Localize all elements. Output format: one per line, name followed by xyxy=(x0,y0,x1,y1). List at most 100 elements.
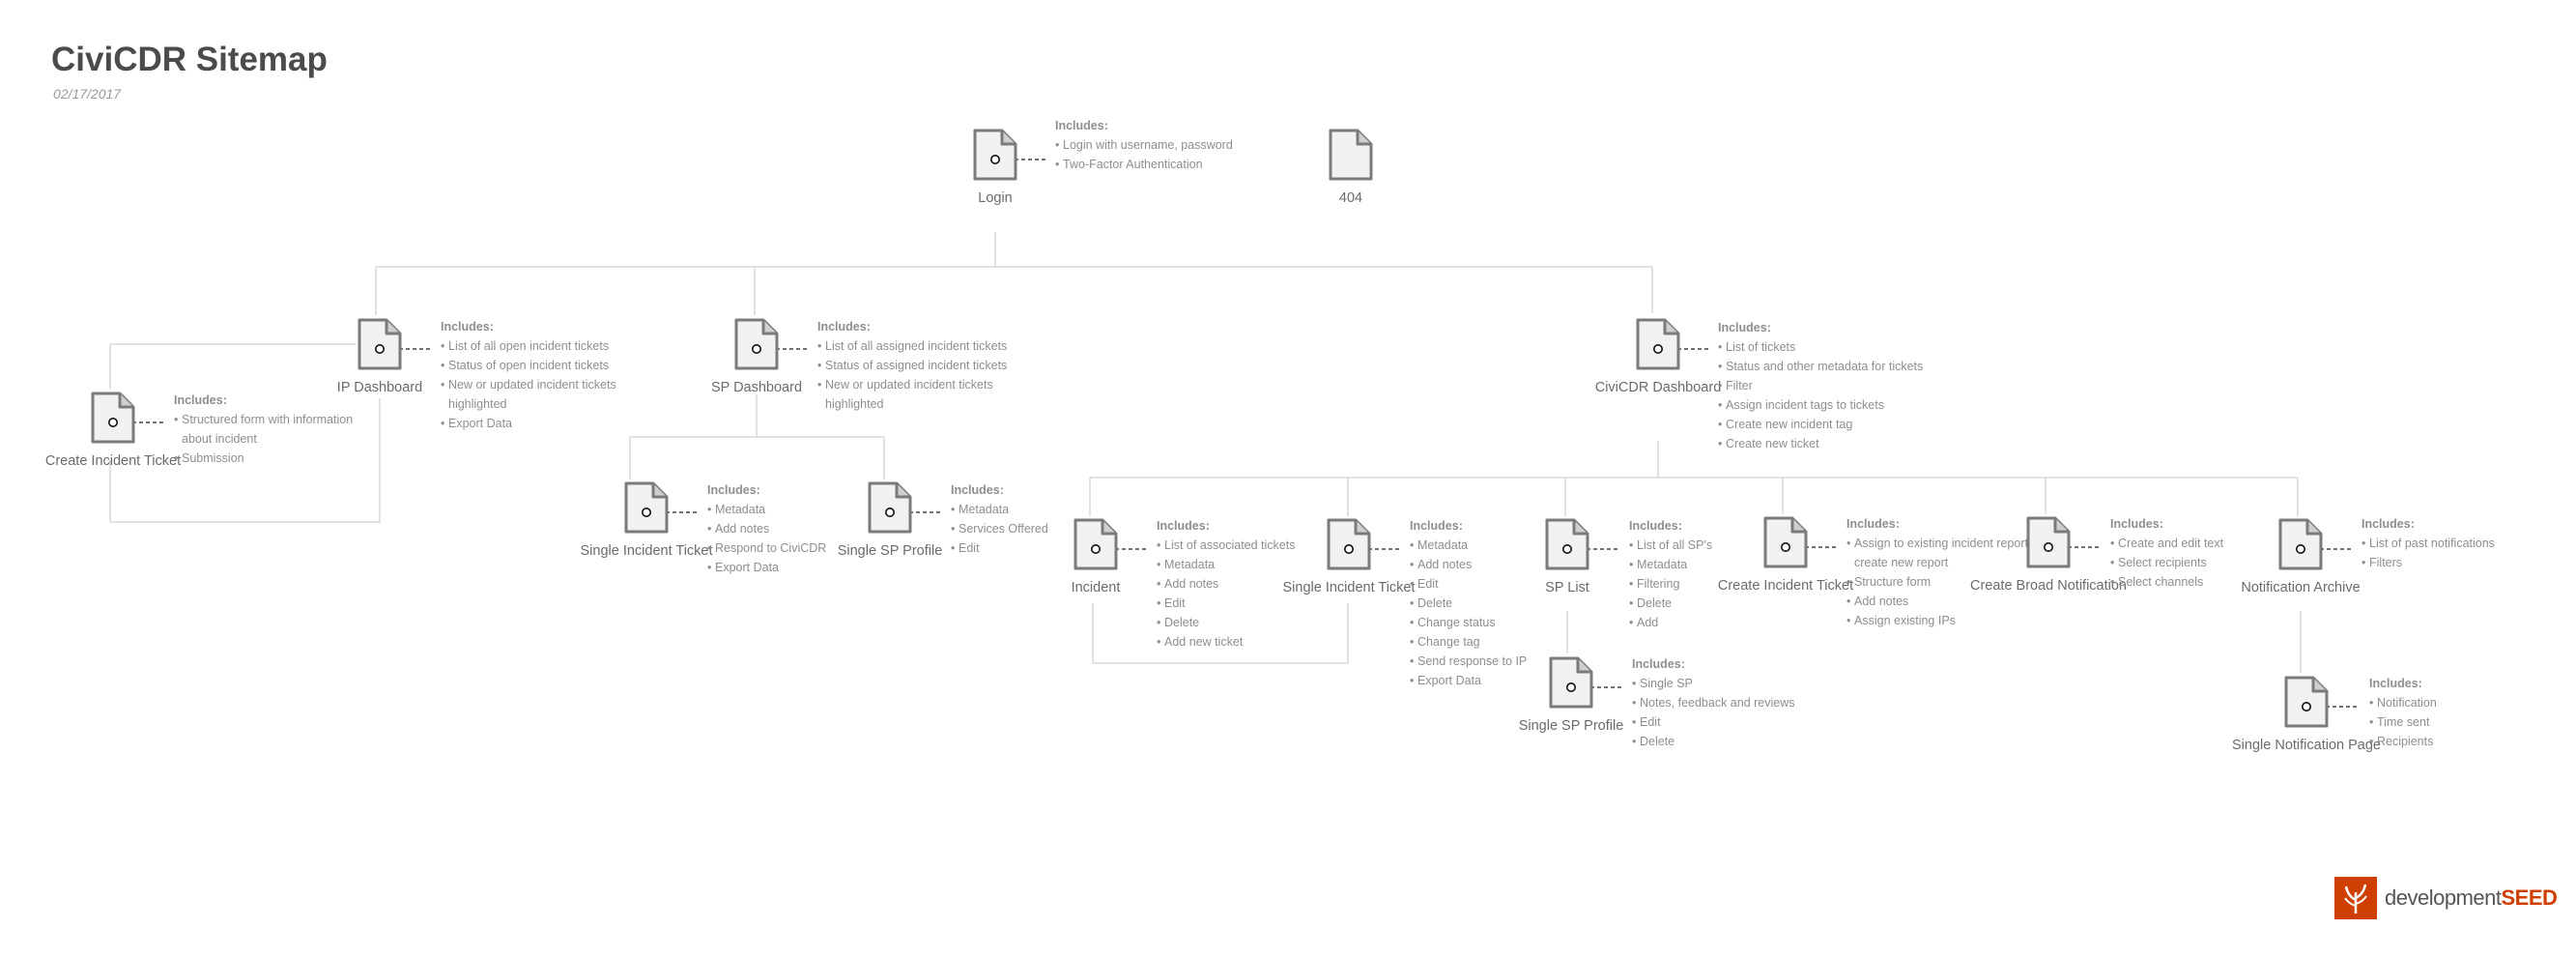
includes-item: Metadata xyxy=(1410,536,1617,555)
includes-heading: Includes: xyxy=(1410,519,1463,533)
includes-item: List of all SP's xyxy=(1629,536,1837,555)
page-node-label: Single Incident Ticket xyxy=(1282,580,1416,595)
includes-heading: Includes: xyxy=(1718,321,1771,334)
page-node-label: Single SP Profile xyxy=(1518,718,1624,734)
includes-list: MetadataServices OfferedEdit xyxy=(951,500,1159,558)
includes-item: Change tag xyxy=(1410,632,1617,652)
includes-item: Change status xyxy=(1410,613,1617,632)
includes-list: MetadataAdd notesRespond to CiviCDRExpor… xyxy=(707,500,915,577)
includes-list: List of all SP'sMetadataFilteringDeleteA… xyxy=(1629,536,1837,632)
includes-item: Status of assigned incident tickets xyxy=(817,356,1025,375)
includes-list: NotificationTime sentRecipients xyxy=(2369,693,2576,751)
includes-box-sp-dashboard: Includes: List of all assigned incident t… xyxy=(817,317,1025,414)
page-node-label: CiviCDR Dashboard xyxy=(1594,380,1722,395)
includes-box-login: Includes:Login with username, passwordTw… xyxy=(1055,116,1263,174)
includes-heading: Includes: xyxy=(1846,517,1900,531)
includes-list: Structured form with information about i… xyxy=(174,410,382,468)
includes-item: Add notes xyxy=(1410,555,1617,574)
page-document-icon xyxy=(1635,317,1681,371)
page-document-icon xyxy=(357,317,403,371)
includes-item: Filtering xyxy=(1629,574,1837,594)
includes-item: Submission xyxy=(174,449,382,468)
includes-item: Services Offered xyxy=(951,519,1159,538)
includes-item: Assign incident tags to tickets xyxy=(1718,395,1926,415)
logo-wordmark: developmentSEED xyxy=(2385,885,2558,911)
connector-login-to-dashboards xyxy=(375,232,1653,315)
includes-box-single-incident-ticket-civi: Includes: MetadataAdd notesEditDeleteChan… xyxy=(1410,516,1617,690)
includes-item: List of associated tickets xyxy=(1157,536,1364,555)
page-document-icon xyxy=(1762,515,1809,569)
includes-item: Filters xyxy=(2361,553,2569,572)
includes-item: Login with username, password xyxy=(1055,135,1263,155)
page-document-icon xyxy=(972,128,1018,182)
includes-item: Time sent xyxy=(2369,712,2576,732)
includes-heading: Includes: xyxy=(817,320,871,334)
page-document-icon xyxy=(1326,517,1372,571)
page-title: CiviCDR Sitemap xyxy=(51,41,328,78)
includes-item: List of all assigned incident tickets xyxy=(817,336,1025,356)
page-node-label: Single Notification Page xyxy=(2232,738,2381,753)
page-document-icon xyxy=(1544,517,1590,571)
includes-item: Metadata xyxy=(951,500,1159,519)
includes-item: Structure form xyxy=(1846,572,2054,592)
page-document-icon xyxy=(733,317,780,371)
includes-item: Add notes xyxy=(707,519,915,538)
page-node-label: SP Dashboard xyxy=(710,380,803,395)
includes-box-single-notification-page: Includes: NotificationTime sentRecipients xyxy=(2369,674,2576,751)
includes-item: Delete xyxy=(1632,732,1840,751)
includes-item: Edit xyxy=(1410,574,1617,594)
includes-heading: Includes: xyxy=(951,483,1004,497)
includes-list: List of all assigned incident ticketsSta… xyxy=(817,336,1025,414)
includes-item: Create new ticket xyxy=(1718,434,1926,453)
page-node-label: Create Incident Ticket xyxy=(1717,578,1854,594)
includes-box-ip-dashboard: Includes:List of all open incident ticke… xyxy=(441,317,648,433)
includes-list: List of past notificationsFilters xyxy=(2361,534,2569,572)
includes-box-create-incident-ticket-ip: Includes:Structured form with informatio… xyxy=(174,391,382,468)
page-node-label: Notification Archive xyxy=(2241,580,2361,595)
includes-item: New or updated incident tickets highligh… xyxy=(441,375,648,414)
page-document-icon xyxy=(1073,517,1119,571)
page-document-icon xyxy=(2025,515,2072,569)
includes-item: Delete xyxy=(1157,613,1364,632)
includes-item: Two-Factor Authentication xyxy=(1055,155,1263,174)
includes-item: Select recipients xyxy=(2110,553,2318,572)
includes-item: Export Data xyxy=(441,414,648,433)
includes-heading: Includes: xyxy=(2110,517,2163,531)
includes-heading: Includes: xyxy=(1632,657,1685,671)
includes-list: Login with username, passwordTwo-Factor … xyxy=(1055,135,1263,174)
page-document-icon xyxy=(2283,675,2330,729)
logo-text-light: development xyxy=(2385,885,2502,910)
includes-box-incident: Includes:List of associated ticketsMetad… xyxy=(1157,516,1364,652)
page-node-label: Create Broad Notification xyxy=(1970,578,2127,594)
includes-box-sp-list: Includes: List of all SP'sMetadataFilteri… xyxy=(1629,516,1837,632)
includes-heading: Includes: xyxy=(2369,677,2422,690)
includes-heading: Includes: xyxy=(1157,519,1210,533)
includes-list: List of ticketsStatus and other metadata… xyxy=(1718,337,1926,453)
includes-item: Export Data xyxy=(1410,671,1617,690)
includes-item: Delete xyxy=(1629,594,1837,613)
page-node-label: IP Dashboard xyxy=(336,380,423,395)
includes-item: Assign existing IPs xyxy=(1846,611,2054,630)
includes-item: Create new incident tag xyxy=(1718,415,1926,434)
includes-item: Recipients xyxy=(2369,732,2576,751)
includes-item: Respond to CiviCDR xyxy=(707,538,915,558)
includes-item: Status of open incident tickets xyxy=(441,356,648,375)
includes-item: Add notes xyxy=(1157,574,1364,594)
includes-list: List of all open incident ticketsStatus … xyxy=(441,336,648,433)
includes-item: Add xyxy=(1629,613,1837,632)
includes-item: List of all open incident tickets xyxy=(441,336,648,356)
includes-item: Edit xyxy=(1632,712,1840,732)
includes-item: Edit xyxy=(951,538,1159,558)
includes-item: List of tickets xyxy=(1718,337,1926,357)
includes-list: MetadataAdd notesEditDeleteChange status… xyxy=(1410,536,1617,690)
includes-heading: Includes: xyxy=(1629,519,1682,533)
includes-item: Create and edit text xyxy=(2110,534,2318,553)
page-node-label: 404 xyxy=(1338,190,1363,206)
includes-item: Status and other metadata for tickets xyxy=(1718,357,1926,376)
includes-item: Notification xyxy=(2369,693,2576,712)
connector-sp-branch xyxy=(629,394,885,479)
logo-text-bold: SEED xyxy=(2501,885,2558,910)
includes-box-create-broad-notification: Includes: Create and edit textSelect reci… xyxy=(2110,514,2318,592)
includes-item: Single SP xyxy=(1632,674,1840,693)
page-document-icon xyxy=(623,480,670,535)
